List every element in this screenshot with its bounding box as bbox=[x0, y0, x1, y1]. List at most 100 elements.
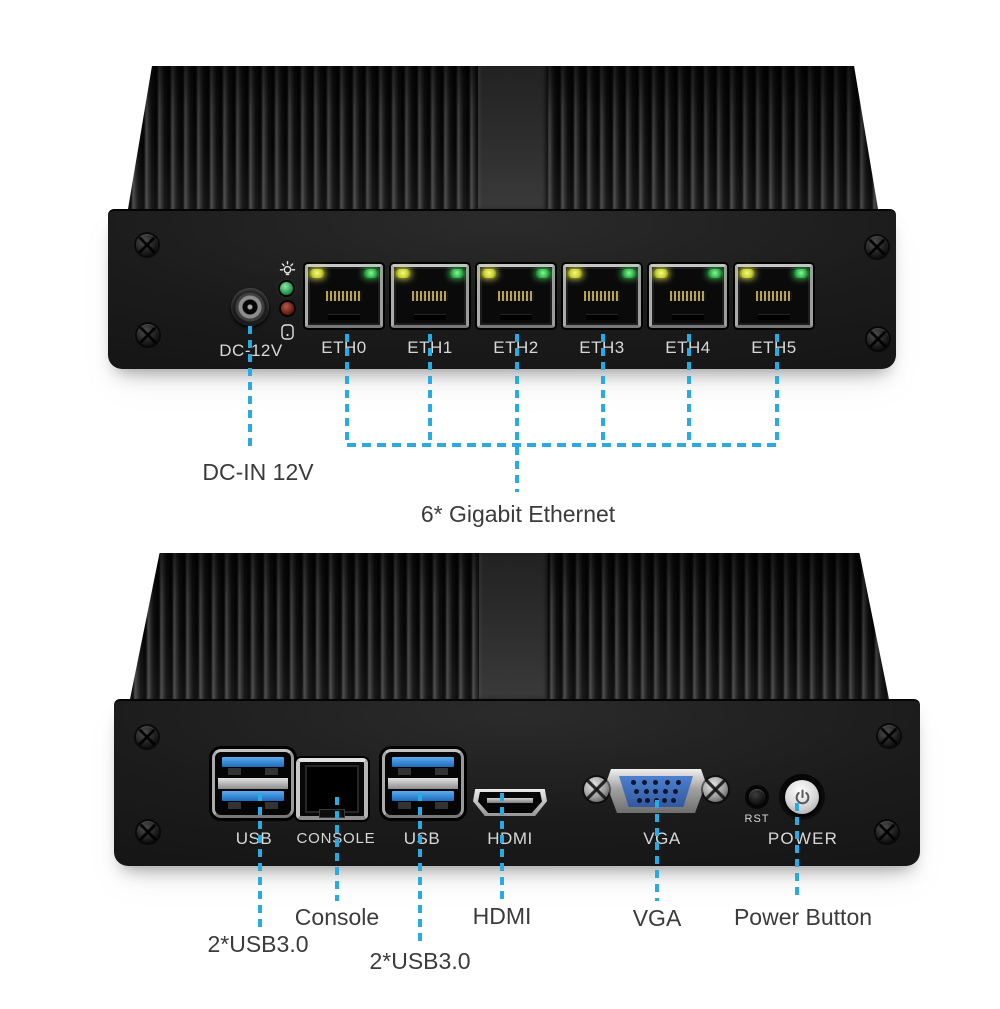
ethernet-port-eth3 bbox=[563, 264, 641, 328]
annotation-hdmi: HDMI bbox=[472, 903, 532, 929]
eth-link-led bbox=[794, 269, 808, 278]
vga-port bbox=[584, 768, 728, 814]
rj45-latch-slot bbox=[500, 314, 532, 320]
heatsink-smooth-band bbox=[478, 66, 547, 209]
rj45-latch-slot bbox=[758, 314, 790, 320]
reset-button bbox=[749, 789, 765, 805]
vga-pin-row bbox=[619, 780, 693, 785]
usb-contacts bbox=[228, 768, 278, 775]
callout-line-eth4 bbox=[687, 334, 691, 443]
eth-link-led bbox=[708, 269, 722, 278]
annotation-console: Console bbox=[294, 904, 380, 930]
callout-line-vga bbox=[655, 800, 659, 901]
annotation-power-button: Power Button bbox=[733, 904, 873, 930]
eth-activity-led bbox=[482, 269, 496, 278]
hdmi-label: HDMI bbox=[487, 829, 533, 848]
power-lamp-icon bbox=[279, 260, 296, 282]
eth-activity-led bbox=[568, 269, 582, 278]
eth-link-led bbox=[536, 269, 550, 278]
usb-connector-tongue bbox=[222, 791, 284, 801]
vga-label: VGA bbox=[643, 829, 681, 848]
hdmi-port bbox=[473, 789, 547, 816]
rst-label: RST bbox=[744, 813, 770, 825]
callout-line-eth3 bbox=[601, 334, 605, 443]
hdd-led bbox=[281, 302, 294, 315]
vga-screw-post bbox=[703, 777, 728, 802]
callout-line-eth5 bbox=[775, 334, 779, 443]
hdd-icon bbox=[281, 324, 294, 345]
usb-contacts bbox=[228, 802, 278, 809]
callout-line-eth1 bbox=[428, 334, 432, 443]
eth5-label: ETH5 bbox=[751, 338, 797, 357]
power-label: POWER bbox=[767, 829, 839, 848]
screw-icon bbox=[867, 328, 889, 350]
usb-right-label: USB bbox=[403, 829, 441, 848]
callout-line-eth2 bbox=[515, 334, 519, 443]
usb-connector-tongue bbox=[392, 757, 454, 767]
callout-line-power bbox=[795, 803, 799, 900]
eth-link-led bbox=[622, 269, 636, 278]
power-icon bbox=[793, 788, 812, 807]
usb3-port-stack-right bbox=[382, 749, 464, 818]
usb-divider bbox=[218, 778, 288, 789]
rj45-pins bbox=[756, 291, 792, 301]
screw-icon bbox=[137, 821, 159, 843]
ethernet-port-eth4 bbox=[649, 264, 727, 328]
rj45-latch-slot bbox=[414, 314, 446, 320]
power-button-recess bbox=[779, 774, 825, 820]
hdmi-contacts bbox=[487, 798, 533, 803]
eth-activity-led bbox=[396, 269, 410, 278]
annotation-usb-right: 2*USB3.0 bbox=[369, 948, 471, 974]
screw-icon bbox=[878, 725, 900, 747]
dc-power-jack bbox=[231, 288, 269, 326]
power-button bbox=[785, 780, 819, 814]
screw-icon bbox=[136, 234, 158, 256]
callout-line-console bbox=[335, 797, 339, 901]
rj45-latch-slot bbox=[672, 314, 704, 320]
rj45-latch-slot bbox=[328, 314, 360, 320]
usb-contacts bbox=[398, 768, 448, 775]
annotation-dc-in: DC-IN 12V bbox=[202, 459, 314, 485]
heatsink-smooth-band bbox=[479, 553, 548, 699]
rj45-pins bbox=[498, 291, 534, 301]
usb-connector-tongue bbox=[392, 791, 454, 801]
rj45-pins bbox=[584, 291, 620, 301]
heatsink-top-front bbox=[128, 66, 878, 209]
eth-link-led bbox=[450, 269, 464, 278]
ethernet-port-eth0 bbox=[305, 264, 383, 328]
callout-bus-line bbox=[347, 443, 779, 447]
eth-activity-led bbox=[654, 269, 668, 278]
screw-icon bbox=[136, 726, 158, 748]
rj45-latch-slot bbox=[586, 314, 618, 320]
screw-icon bbox=[876, 821, 898, 843]
rj45-pins bbox=[670, 291, 706, 301]
rj45-pins bbox=[326, 291, 362, 301]
vga-screw-post bbox=[584, 777, 609, 802]
usb-divider bbox=[388, 778, 458, 789]
callout-line-hdmi bbox=[500, 793, 504, 900]
callout-line-dc bbox=[248, 326, 252, 448]
usb-connector-tongue bbox=[222, 757, 284, 767]
screw-icon bbox=[137, 324, 159, 346]
console-latch-tab bbox=[319, 809, 345, 818]
power-led bbox=[280, 282, 293, 295]
callout-line-usb-right bbox=[418, 793, 422, 946]
screw-icon bbox=[866, 236, 888, 258]
heatsink-top-rear bbox=[130, 553, 889, 699]
annotation-usb-left: 2*USB3.0 bbox=[207, 931, 309, 957]
callout-drop-line bbox=[515, 447, 519, 492]
front-panel: DC-12V ETH0 ETH1 ETH2 ETH3 ETH4 ETH5 bbox=[108, 209, 896, 369]
usb-left-label: USB bbox=[235, 829, 273, 848]
usb3-port-stack-left bbox=[212, 749, 294, 818]
vga-pin-row bbox=[619, 789, 693, 794]
annotation-vga: VGA bbox=[632, 905, 682, 931]
ethernet-port-eth1 bbox=[391, 264, 469, 328]
console-port bbox=[296, 758, 368, 820]
rear-panel: USB CONSOLE USB HDMI VGA RST POWER bbox=[114, 699, 920, 866]
console-port-cavity bbox=[305, 765, 359, 813]
eth-activity-led bbox=[310, 269, 324, 278]
callout-line-usb-left bbox=[258, 793, 262, 930]
ethernet-port-eth5 bbox=[735, 264, 813, 328]
rj45-pins bbox=[412, 291, 448, 301]
